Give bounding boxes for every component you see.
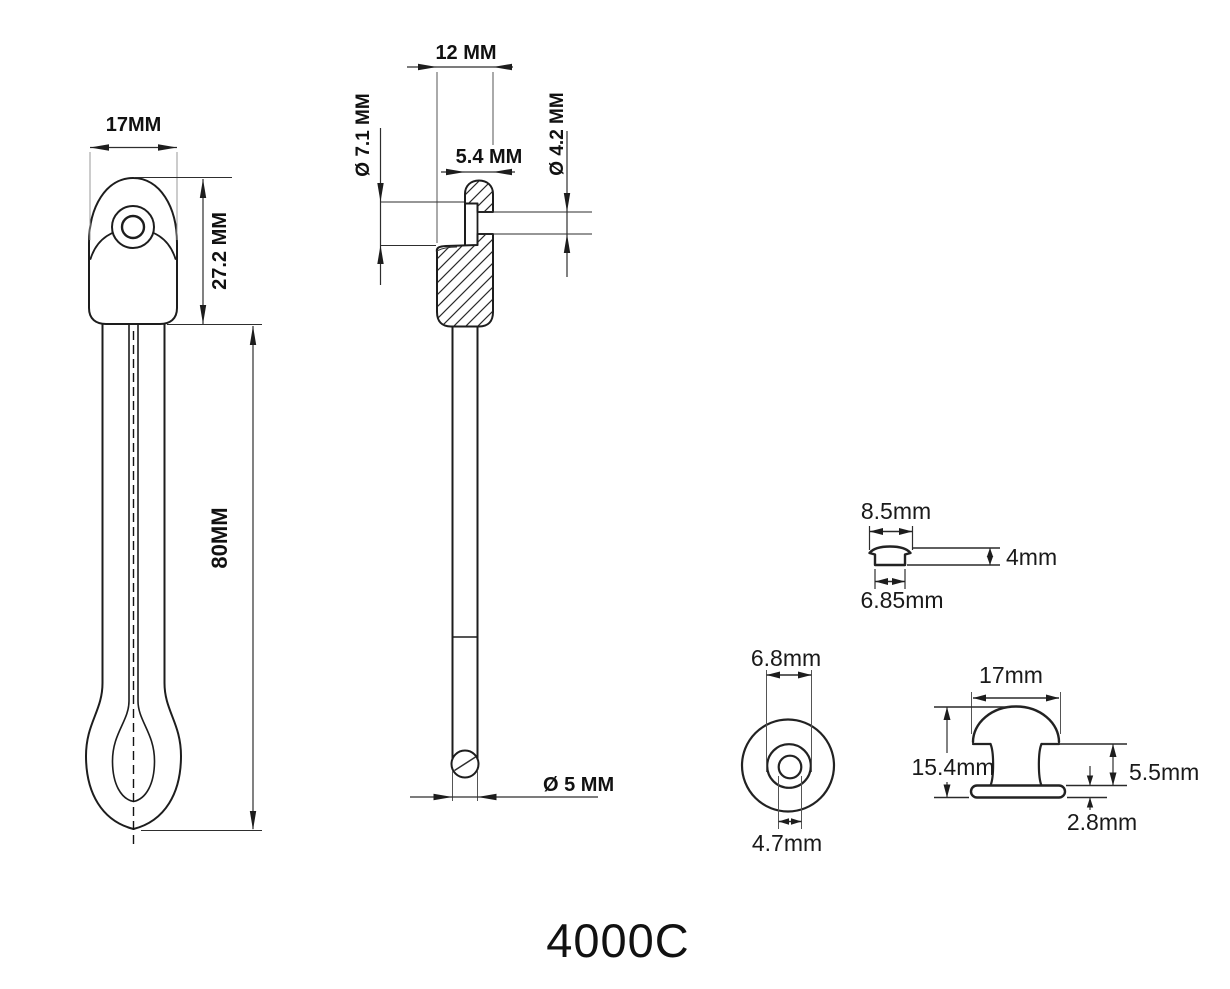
dim-upper-diameter: Ø 7.1 MM xyxy=(353,93,464,285)
arrowhead xyxy=(1109,772,1117,786)
arrowhead xyxy=(1086,775,1094,786)
dim-washer-outer-hole: 6.8mm xyxy=(751,645,821,772)
dim-cap-top-width: 8.5mm xyxy=(861,498,931,550)
arrowhead xyxy=(986,548,994,557)
arrowhead xyxy=(493,63,512,71)
dim-label-head-height: 27.2 MM xyxy=(209,212,231,290)
arrowhead xyxy=(418,63,437,71)
dim-cap-height: 4mm xyxy=(907,544,1057,570)
dim-knob-base-thickness: 2.8mm xyxy=(1067,766,1137,835)
dim-label-upper-dia: Ø 7.1 MM xyxy=(353,93,374,176)
dim-washer-inner-hole: 4.7mm xyxy=(752,776,822,856)
dim-strap-length: 80MM xyxy=(141,323,262,832)
dim-label-strap-length: 80MM xyxy=(207,507,232,568)
arrowhead xyxy=(563,193,571,212)
washer-top-view: 6.8mm 4.7mm xyxy=(740,645,836,856)
dim-strap-diameter: Ø 5 MM xyxy=(410,771,614,801)
dim-head-height: 27.2 MM xyxy=(135,176,232,324)
dim-front-width: 17MM xyxy=(89,114,178,240)
arrowhead xyxy=(446,168,465,176)
dim-knob-total-height: 15.4mm xyxy=(911,706,1009,799)
dim-cap-bottom-width: 6.85mm xyxy=(860,569,944,613)
arrowhead xyxy=(477,793,497,801)
arrowhead xyxy=(766,671,780,679)
arrowhead xyxy=(798,671,812,679)
dim-label-cap-top: 8.5mm xyxy=(861,498,931,524)
knob-dome xyxy=(971,705,1061,744)
arrowhead xyxy=(899,528,913,535)
knob-side-view: 17mm 15.4mm 5.5mm 2.8mm xyxy=(911,662,1199,835)
dim-label-cap-bottom: 6.85mm xyxy=(860,587,943,613)
arrowhead xyxy=(778,818,789,825)
dim-label-knob-base: 2.8mm xyxy=(1067,809,1137,835)
arrowhead xyxy=(563,234,571,253)
arrowhead xyxy=(869,528,883,535)
dim-label-knob-height: 15.4mm xyxy=(911,754,994,780)
head-outline xyxy=(88,176,178,325)
dim-label-tip-width: 5.4 MM xyxy=(456,146,523,168)
washer-outer-circle xyxy=(740,718,836,813)
arrowhead xyxy=(199,179,207,198)
arrowhead xyxy=(249,326,257,345)
knob-stem-left xyxy=(989,742,995,787)
arrowhead xyxy=(493,168,512,176)
head-body-section xyxy=(435,233,494,328)
arrowhead xyxy=(791,818,802,825)
head-tip-section xyxy=(464,179,494,213)
lip-accent-line xyxy=(437,246,458,251)
dim-knob-cap-width: 17mm xyxy=(971,662,1061,734)
eyelet-inner-circle xyxy=(120,214,146,240)
arrowhead xyxy=(90,144,109,151)
arrowhead xyxy=(1046,694,1059,702)
arrowhead xyxy=(377,245,384,264)
cap-outline xyxy=(868,545,912,567)
arrowhead xyxy=(433,793,453,801)
dim-tip-width: 5.4 MM xyxy=(441,146,523,176)
dim-label-strap-dia: Ø 5 MM xyxy=(543,774,614,796)
strap-tip-diagonal xyxy=(454,756,476,772)
dim-label-lower-dia: Ø 4.2 MM xyxy=(547,92,568,175)
arrowhead xyxy=(377,183,384,202)
dim-label-knob-stem: 5.5mm xyxy=(1129,759,1199,785)
dim-lower-diameter: Ø 4.2 MM xyxy=(478,92,592,277)
arrowhead xyxy=(158,144,177,151)
knob-stem-right xyxy=(1037,742,1043,787)
cap-side-view: 8.5mm 4mm 6.85mm xyxy=(860,498,1057,613)
arrowhead xyxy=(943,784,951,798)
dim-label-washer-outer: 6.8mm xyxy=(751,645,821,671)
arrowhead xyxy=(943,707,951,720)
strap-side-view: 12 MM 5.4 MM Ø 7.1 MM Ø 4.2 MM xyxy=(353,42,614,801)
arrowhead xyxy=(875,578,888,585)
dim-label-washer-inner: 4.7mm xyxy=(752,830,822,856)
model-number: 4000C xyxy=(546,914,690,967)
dim-label-knob-width: 17mm xyxy=(979,662,1043,688)
arrowhead xyxy=(973,694,986,702)
washer-inner-circle xyxy=(777,754,803,780)
dim-knob-stem-height: 5.5mm xyxy=(1043,743,1199,787)
arrowhead xyxy=(892,578,905,585)
arrowhead xyxy=(249,811,257,830)
arrowhead xyxy=(199,305,207,324)
washer-middle-circle xyxy=(766,743,812,789)
arrowhead xyxy=(1086,797,1094,808)
dim-label-cap-height: 4mm xyxy=(1006,544,1057,570)
knob-base xyxy=(969,784,1067,799)
arrowhead xyxy=(1109,744,1117,757)
dim-label-front-width: 17MM xyxy=(106,114,162,136)
strap-front-view: 17MM 27.2 MM 80MM xyxy=(84,114,262,846)
dim-label-head-width: 12 MM xyxy=(435,42,496,64)
arrowhead xyxy=(986,556,994,565)
dim-head-width: 12 MM xyxy=(407,42,513,243)
